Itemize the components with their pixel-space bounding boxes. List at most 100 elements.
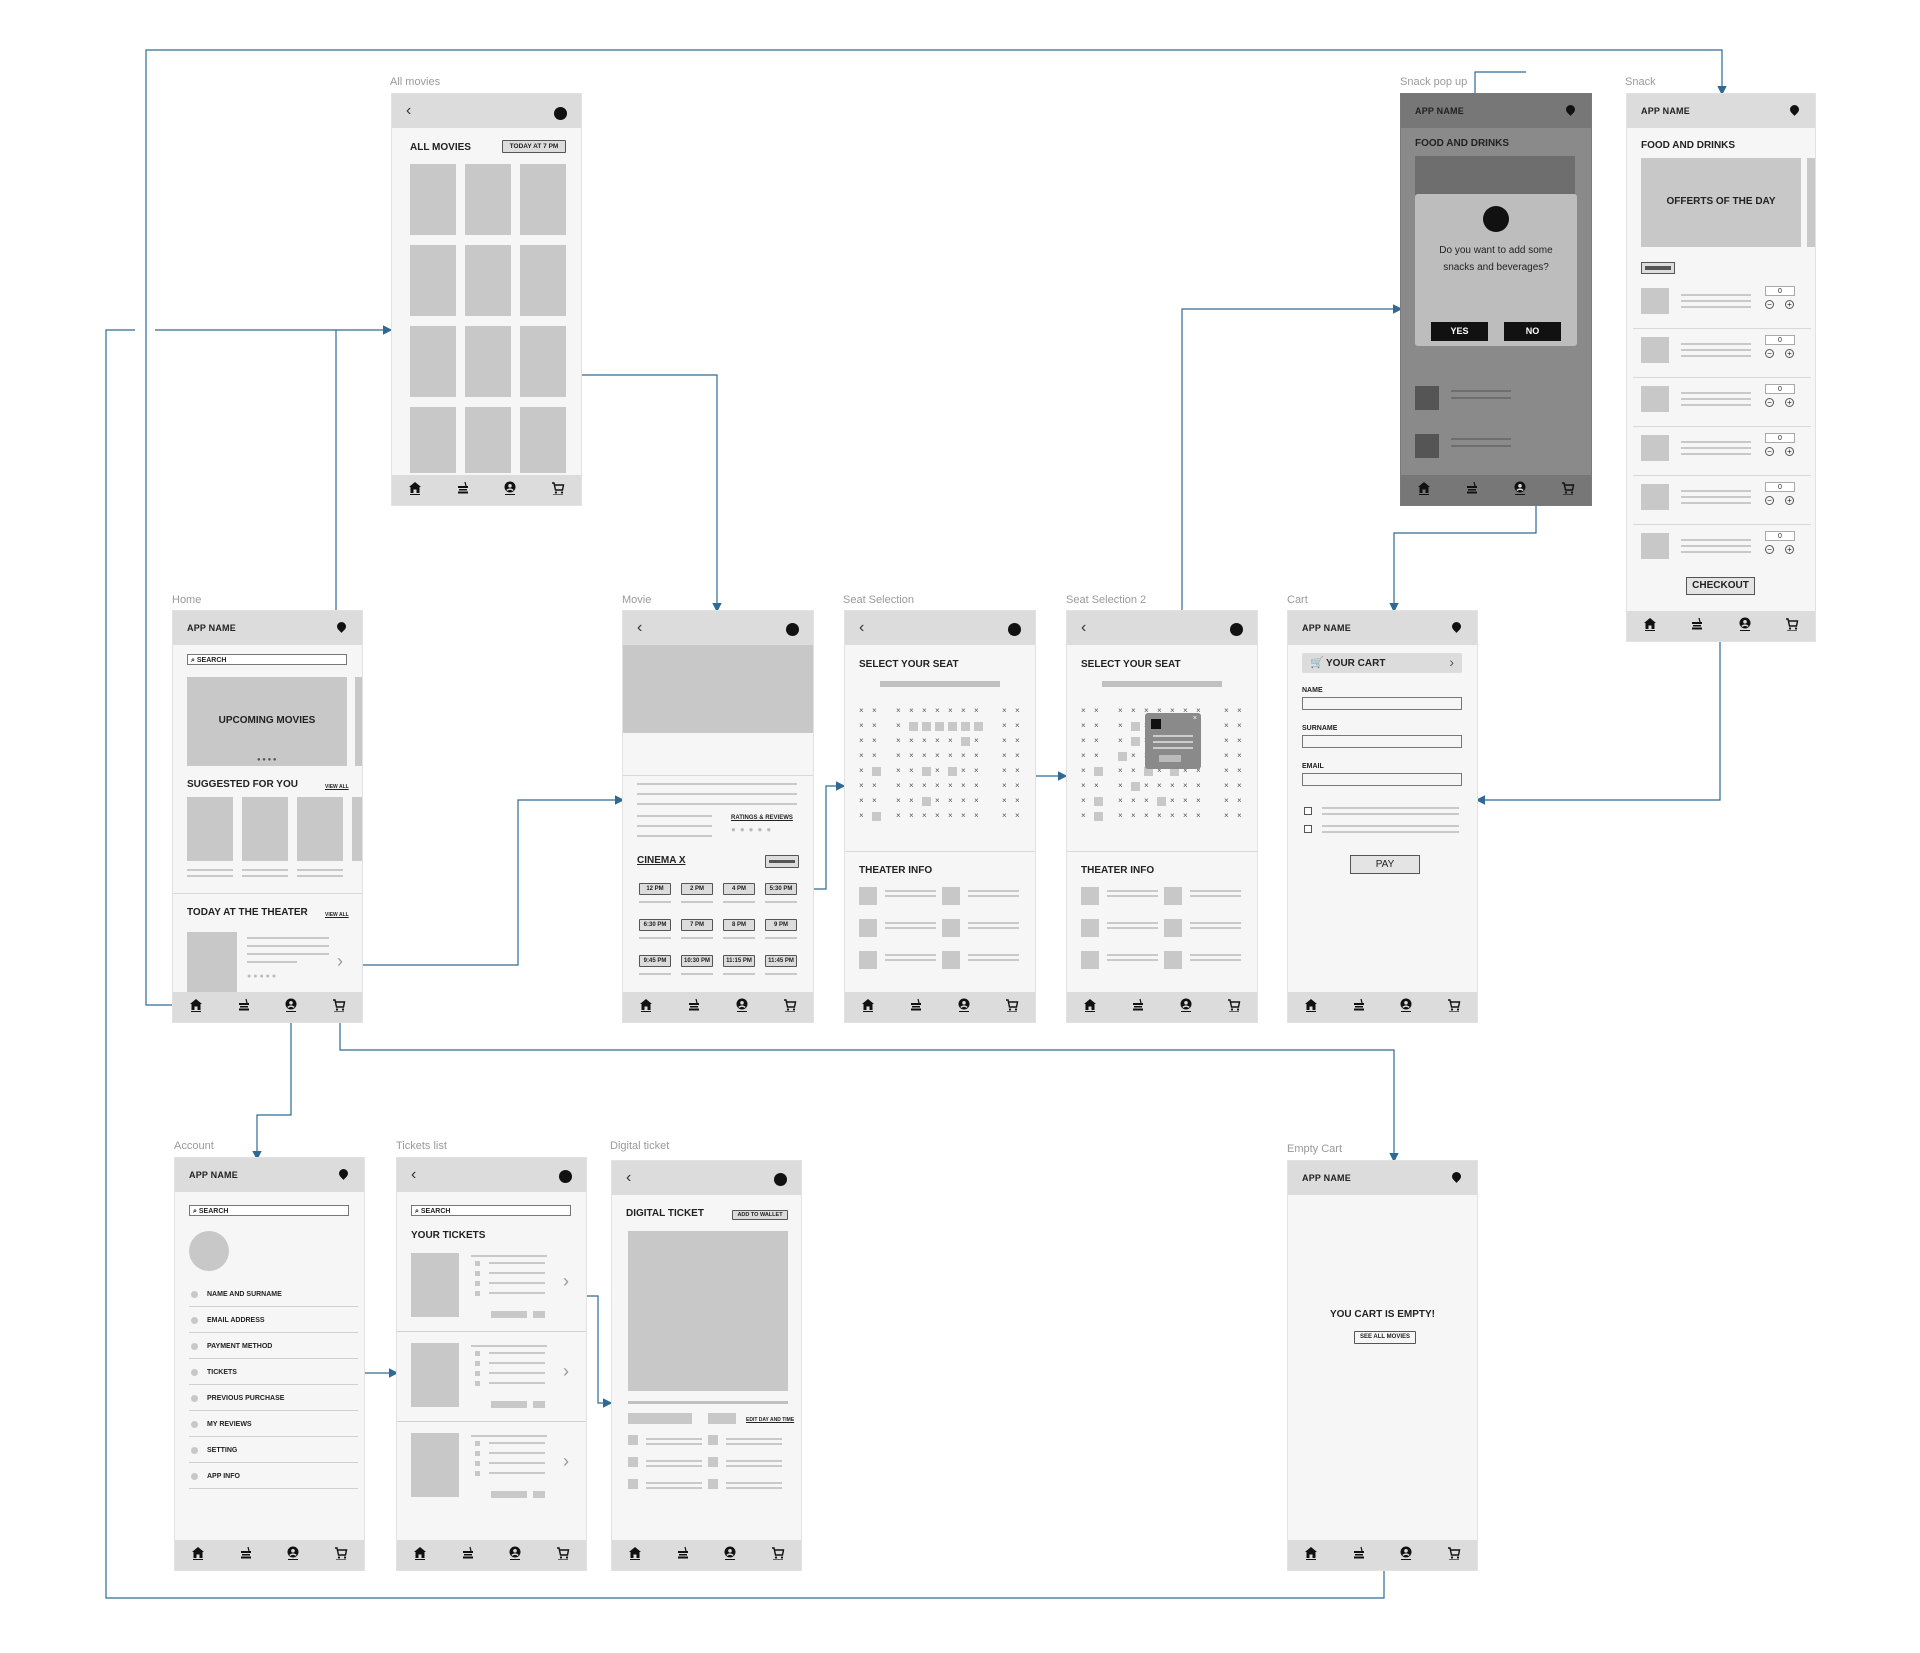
showtime-button[interactable]: 2 PM [681,883,713,895]
home-icon[interactable] [1083,998,1097,1012]
seat-available[interactable]: × [1131,811,1136,820]
close-icon[interactable]: × [1192,715,1197,722]
profile-dot-icon[interactable] [559,1170,572,1183]
home-icon[interactable] [639,998,653,1012]
seat-available[interactable]: × [1237,736,1242,745]
account-menu-item[interactable]: MY REVIEWS [175,1417,364,1441]
seat-available[interactable]: × [974,766,979,775]
seat-available[interactable]: × [1224,781,1229,790]
movie-poster[interactable] [520,407,566,473]
seat-available[interactable]: × [935,796,940,805]
movie-poster[interactable] [465,326,511,397]
account-menu-item[interactable]: PREVIOUS PURCHASE [175,1391,364,1415]
account-menu-item[interactable]: NAME AND SURNAME [175,1287,364,1311]
seat-available[interactable]: × [1237,706,1242,715]
no-button[interactable]: NO [1504,322,1561,341]
view-all-link[interactable]: VIEW ALL [325,912,349,918]
seat-available[interactable]: × [1144,796,1149,805]
seat-available[interactable]: × [1094,736,1099,745]
search-input[interactable]: ⌕ SEARCH [187,654,347,665]
home-icon[interactable] [408,481,422,495]
seat-available[interactable]: × [1170,706,1175,715]
location-pin-icon[interactable] [1450,620,1463,633]
seat-available[interactable]: × [872,706,877,715]
category-tab[interactable] [1641,262,1675,274]
seat-available[interactable]: × [948,811,953,820]
seat-available[interactable]: × [1118,796,1123,805]
seat-available[interactable]: × [974,751,979,760]
seat-available[interactable]: × [1081,736,1086,745]
seat-available[interactable]: × [1183,781,1188,790]
seat-available[interactable]: × [1170,811,1175,820]
seat-available[interactable]: × [1224,751,1229,760]
cart-icon[interactable] [1785,617,1799,631]
snack-item[interactable]: 0−+ [1627,480,1815,528]
seat-available[interactable]: × [1196,811,1201,820]
account-icon[interactable] [735,998,749,1012]
snack-item[interactable]: 0−+ [1627,431,1815,479]
snack-icon[interactable] [461,1546,475,1560]
edit-day-time-link[interactable]: EDIT DAY AND TIME [746,1417,795,1423]
showtime-button[interactable]: 9 PM [765,919,797,931]
seat-available[interactable]: × [961,751,966,760]
seat-available[interactable]: × [1196,796,1201,805]
seat-available[interactable]: × [922,706,927,715]
seat-available[interactable]: × [1002,751,1007,760]
seat-available[interactable]: × [896,706,901,715]
seat-popup-button[interactable] [1159,755,1181,762]
seat-available[interactable]: × [859,811,864,820]
chevron-right-icon[interactable]: › [563,1451,569,1471]
seat-available[interactable]: × [1183,796,1188,805]
movie-poster[interactable] [465,245,511,316]
snack-icon[interactable] [1690,617,1704,631]
movie-poster[interactable] [520,164,566,235]
profile-dot-icon[interactable] [786,623,799,636]
seat-available[interactable]: × [896,736,901,745]
seat-available[interactable]: × [896,811,901,820]
terms-checkbox[interactable] [1304,807,1312,815]
snack-item[interactable]: 0−+ [1627,333,1815,381]
plus-button[interactable]: + [1785,545,1794,554]
seat-available[interactable]: × [896,721,901,730]
seat-available[interactable]: × [1002,721,1007,730]
seat-available[interactable]: × [935,736,940,745]
chevron-right-icon[interactable]: › [563,1271,569,1291]
seat-available[interactable]: × [961,766,966,775]
home-icon[interactable] [189,998,203,1012]
seat-available[interactable]: × [1015,721,1020,730]
location-pin-icon[interactable] [335,620,348,633]
snack-icon[interactable] [237,998,251,1012]
back-icon[interactable]: ‹ [1081,619,1087,636]
seat-available[interactable]: × [948,796,953,805]
seat-available[interactable]: × [1157,766,1162,775]
home-icon[interactable] [1304,998,1318,1012]
account-icon[interactable] [1399,1546,1413,1560]
seat-available[interactable]: × [922,736,927,745]
showtime-button[interactable]: 9:45 PM [639,955,671,967]
account-icon[interactable] [284,998,298,1012]
seat-available[interactable]: × [872,721,877,730]
seat-available[interactable]: × [1002,736,1007,745]
seat-available[interactable]: × [1118,811,1123,820]
seat-map[interactable]: ××××××××××××××××××××××××××××××××××××××××… [859,707,1025,823]
home-icon[interactable] [861,998,875,1012]
surname-field[interactable] [1302,735,1462,748]
seat-available[interactable]: × [1157,811,1162,820]
seat-available[interactable]: × [859,721,864,730]
cart-icon[interactable] [1005,998,1019,1012]
plus-button[interactable]: + [1785,447,1794,456]
plus-button[interactable]: + [1785,300,1794,309]
seat-available[interactable]: × [1081,796,1086,805]
seat-available[interactable]: × [1081,751,1086,760]
home-icon[interactable] [628,1546,642,1560]
seat-available[interactable]: × [948,751,953,760]
seat-available[interactable]: × [1118,706,1123,715]
showtime-button[interactable]: 10:30 PM [681,955,713,967]
account-icon[interactable] [286,1546,300,1560]
seat-available[interactable]: × [1196,706,1201,715]
seat-available[interactable]: × [859,781,864,790]
account-icon[interactable] [1399,998,1413,1012]
movie-poster[interactable] [187,797,233,861]
seat-available[interactable]: × [1081,811,1086,820]
seat-available[interactable]: × [909,736,914,745]
